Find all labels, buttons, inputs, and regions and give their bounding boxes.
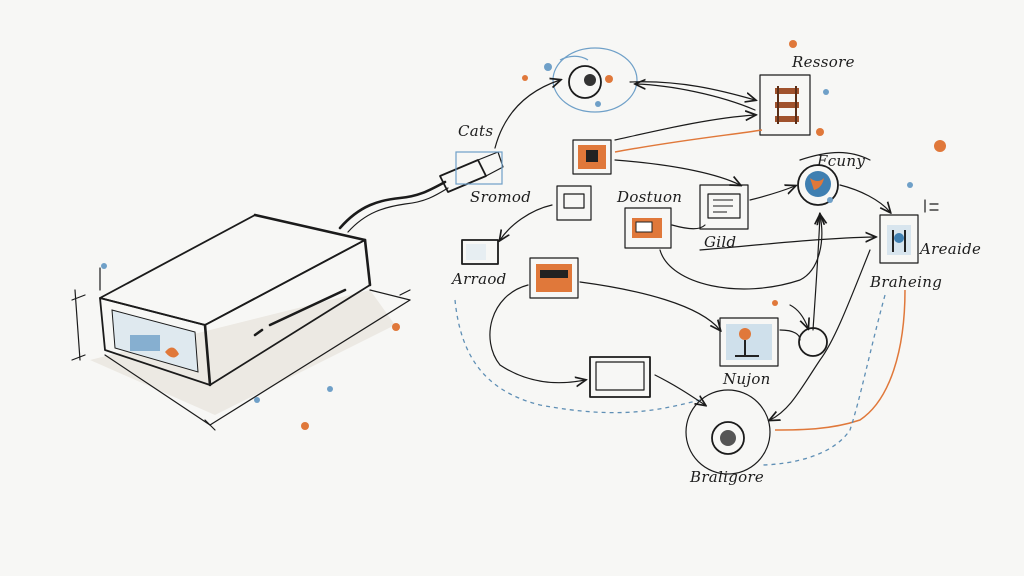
node-doc-box	[556, 185, 592, 221]
label-nujon: Nujon	[723, 370, 771, 388]
node-braligore-speaker	[685, 389, 771, 475]
node-gild-screen	[699, 184, 749, 230]
label-arraod: Arraod	[452, 270, 507, 288]
label-ressore: Ressore	[792, 53, 855, 71]
ink-splatter-dots	[101, 40, 946, 430]
external-drive-sketch	[71, 151, 504, 431]
label-gild: Gild	[704, 233, 737, 251]
node-areaide-box	[879, 199, 939, 264]
label-fcuny: Fcuny	[817, 152, 866, 170]
node-laptop	[589, 356, 651, 398]
node-sromod-plug-box	[455, 151, 503, 185]
label-areaide: Areaide	[920, 240, 982, 258]
node-dostuon-box	[624, 207, 672, 249]
label-cats: Cats	[458, 122, 494, 140]
label-sromod: Sromod	[470, 188, 532, 206]
connectors	[454, 55, 906, 466]
node-round-hub	[798, 327, 828, 357]
node-orange-device	[529, 257, 579, 299]
label-braheing: Braheing	[870, 273, 943, 291]
label-braligore: Braligore	[690, 468, 765, 486]
label-dostuon: Dostuon	[617, 188, 683, 206]
node-nujon-screen	[719, 317, 779, 367]
node-arraod-box	[461, 239, 499, 265]
node-small-orange-box	[572, 139, 612, 175]
node-ressore-box	[759, 74, 811, 136]
